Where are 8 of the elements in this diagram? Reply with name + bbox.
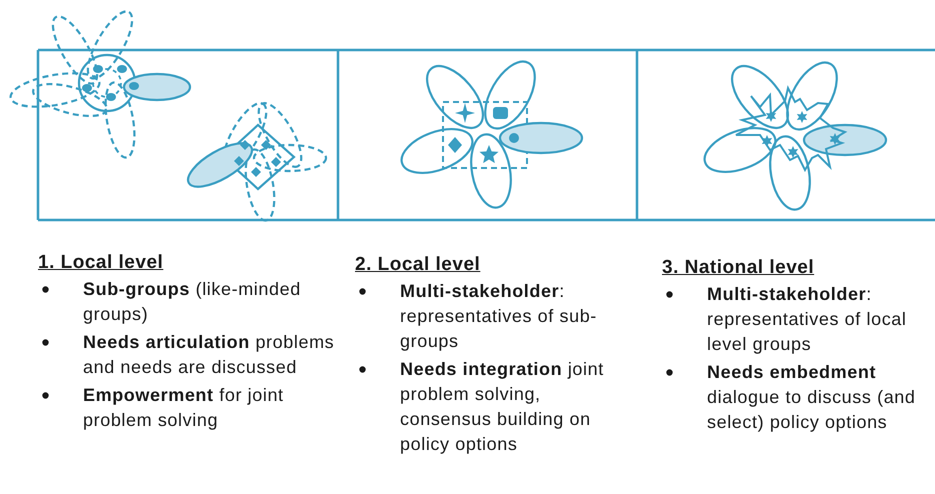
bullet-text: Empowerment for joint problem solving xyxy=(83,384,285,432)
level-heading: 3. National level xyxy=(662,257,814,278)
bullet-text: Multi-stakeholder: representatives of local level groups xyxy=(707,283,908,356)
bullet-text: Needs integration joint problem solving, consensus building on policy options xyxy=(400,358,605,456)
bullet-text: Sub-groups (like-minded groups) xyxy=(83,278,302,326)
bullet-text: Needs embedment dialogue to discuss (and select) policy options xyxy=(707,361,917,434)
level-heading: 2. Local level xyxy=(355,254,480,275)
level-heading: 1. Local level xyxy=(38,252,164,273)
